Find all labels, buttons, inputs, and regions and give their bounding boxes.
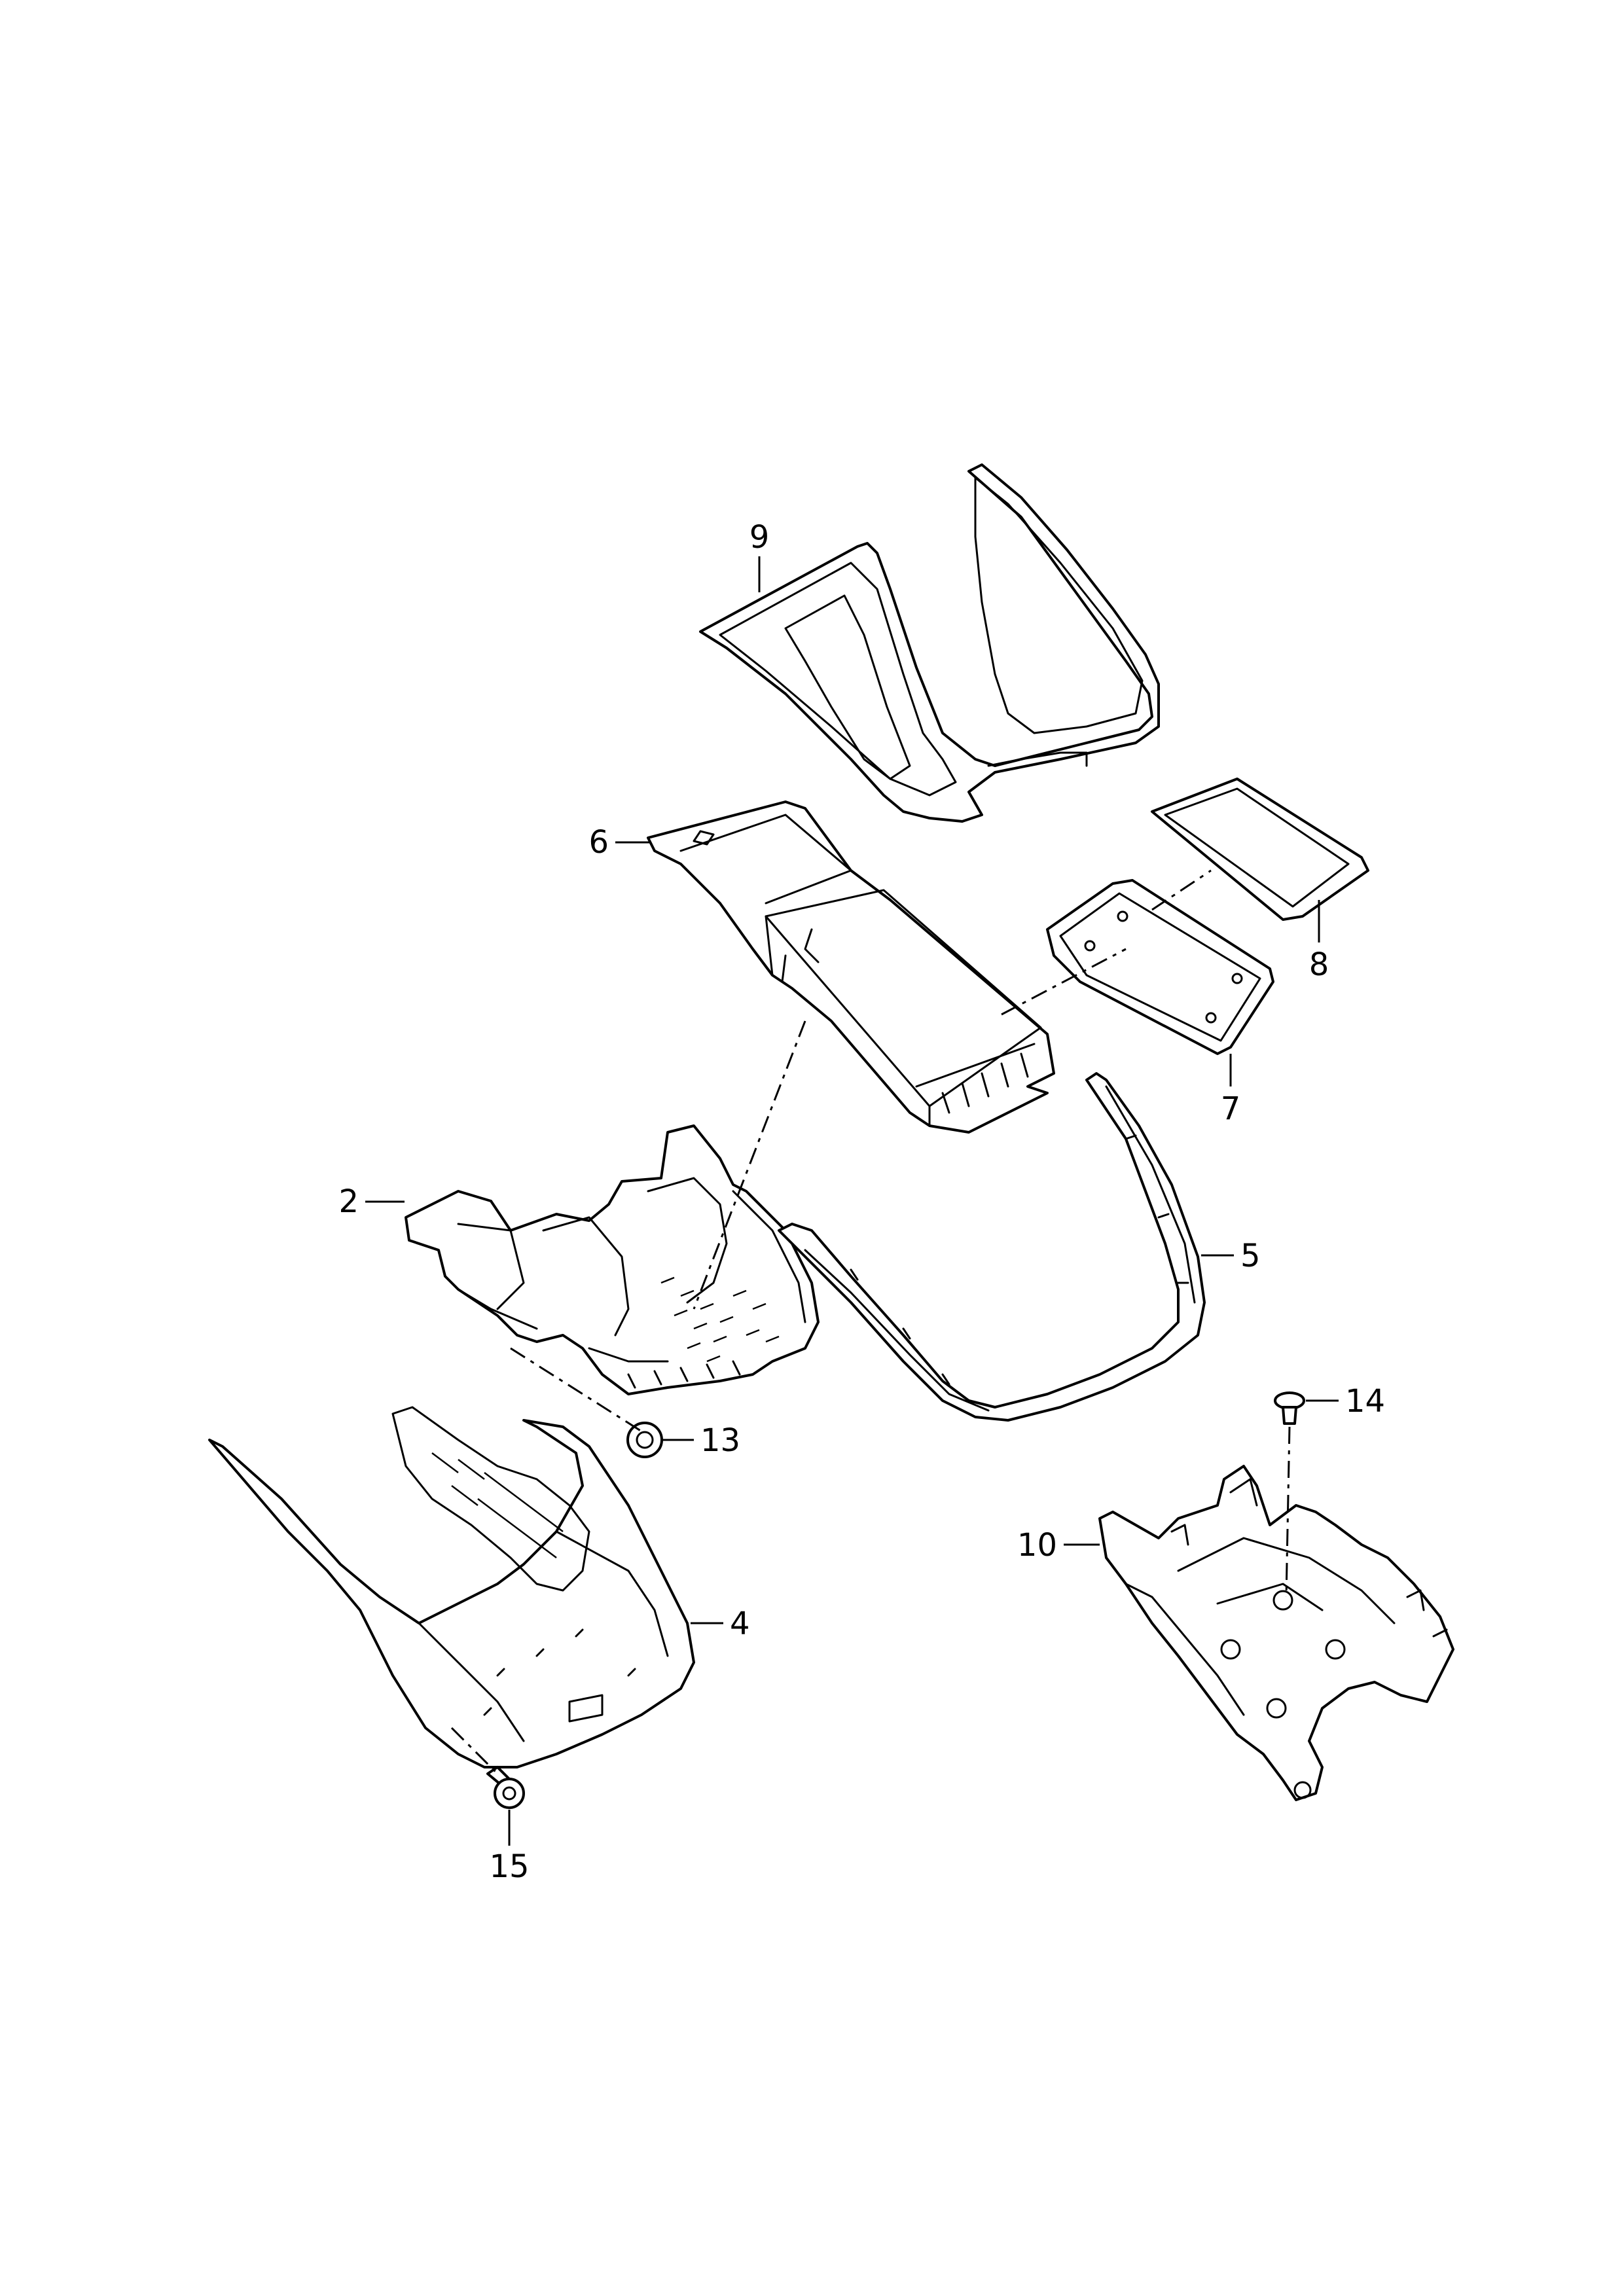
- callout-14: 14: [1345, 1383, 1385, 1420]
- part-13-clip-nut[interactable]: [626, 1422, 663, 1458]
- part-4-lower-cover[interactable]: [208, 1406, 695, 1768]
- part-2-console-bracket[interactable]: [405, 1124, 820, 1395]
- part-7-plate[interactable]: [1046, 879, 1274, 1055]
- part-5-trim-strip[interactable]: [778, 1072, 1206, 1422]
- part-9-shift-trim-frame[interactable]: [699, 463, 1160, 823]
- callout-9: 9: [749, 519, 770, 556]
- callout-labels: 9 6 8 7 2 5 14 13 10 4 15: [338, 519, 1385, 1885]
- callout-5: 5: [1240, 1238, 1261, 1274]
- callout-2: 2: [338, 1183, 359, 1220]
- part-15-screw[interactable]: [486, 1766, 525, 1809]
- assembly-lines: [450, 869, 1291, 1775]
- callout-7: 7: [1221, 1090, 1241, 1127]
- callout-10: 10: [1017, 1527, 1057, 1564]
- callout-15: 15: [489, 1848, 529, 1885]
- part-10-support-bracket[interactable]: [1098, 1465, 1454, 1801]
- callout-13: 13: [700, 1422, 740, 1459]
- callout-6: 6: [588, 824, 609, 861]
- part-8-pad[interactable]: [1151, 778, 1369, 921]
- part-6-console-tray[interactable]: [647, 800, 1055, 1134]
- callout-4: 4: [730, 1605, 750, 1642]
- leader-lines: [365, 556, 1339, 1846]
- callout-8: 8: [1309, 946, 1329, 983]
- part-14-screw[interactable]: [1274, 1391, 1305, 1425]
